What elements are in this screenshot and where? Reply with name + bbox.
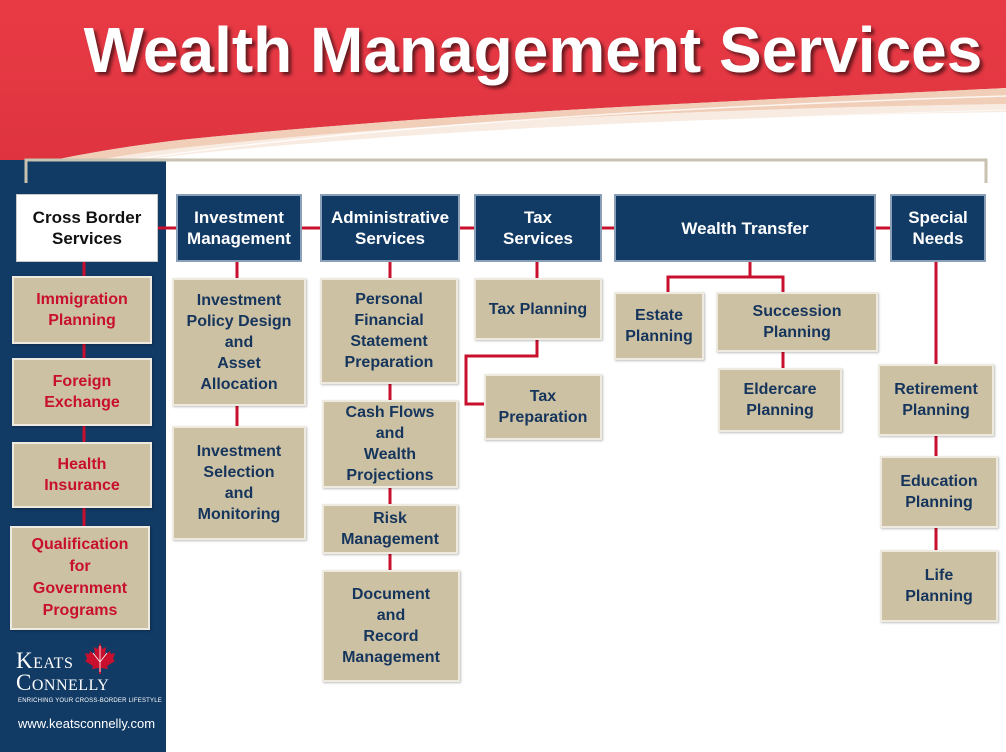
item-cash-flows-projections-label: Cash Flows and Wealth Projections [345,404,435,484]
header-wealth-transfer: Wealth Transfer [614,194,876,262]
item-health-insurance-label: Health Insurance [44,456,120,494]
header-tax-services-label: Tax Services [503,208,573,248]
header-administrative-services-label: Administrative Services [330,208,450,248]
item-eldercare-planning-label: Eldercare Planning [743,381,817,419]
item-retirement-planning-label: Retirement Planning [894,381,978,419]
item-qualification-government-programs-label: Qualification for Government Programs [31,536,129,619]
item-tax-preparation: Tax Preparation [484,374,602,440]
item-life-planning: Life Planning [880,550,998,622]
header-special-needs: Special Needs [890,194,986,262]
item-health-insurance: Health Insurance [12,442,152,508]
item-immigration-planning-label: Immigration Planning [36,291,128,329]
header-wealth-transfer-label: Wealth Transfer [681,218,809,238]
item-retirement-planning: Retirement Planning [878,364,994,436]
item-investment-policy-design-label: Investment Policy Design and Asset Alloc… [186,291,292,393]
item-succession-planning-label: Succession Planning [752,303,842,341]
logo-name-line2: Connelly [16,670,110,695]
item-document-record-management-label: Document and Record Management [342,586,440,666]
item-risk-management: Risk Management [322,504,458,554]
item-investment-selection-monitoring: Investment Selection and Monitoring [172,426,306,540]
item-investment-policy-design: Investment Policy Design and Asset Alloc… [172,278,306,406]
item-cash-flows-projections: Cash Flows and Wealth Projections [322,400,458,488]
item-life-planning-label: Life Planning [905,567,973,605]
item-personal-financial-statement: Personal Financial Statement Preparation [320,278,458,384]
item-foreign-exchange: Foreign Exchange [12,358,152,426]
header-special-needs-label: Special Needs [908,208,968,248]
logo-tagline: ENRICHING YOUR CROSS-BORDER LIFESTYLE [18,698,162,704]
header-investment-management: Investment Management [176,194,302,262]
header-cross-border-services-label: Cross Border Services [32,208,142,248]
item-immigration-planning: Immigration Planning [12,276,152,344]
item-personal-financial-statement-label: Personal Financial Statement Preparation [344,291,434,371]
item-foreign-exchange-label: Foreign Exchange [44,373,120,411]
header-administrative-services: Administrative Services [320,194,460,262]
header-investment-management-label: Investment Management [187,208,291,248]
item-document-record-management: Document and Record Management [322,570,460,682]
item-tax-planning-label: Tax Planning [488,300,588,318]
header-cross-border-services: Cross Border Services [16,194,158,262]
item-tax-planning: Tax Planning [474,278,602,340]
item-risk-management-label: Risk Management [341,510,439,548]
header-tax-services: Tax Services [474,194,602,262]
maple-leaf-icon [85,643,115,674]
item-education-planning: Education Planning [880,456,998,528]
page-title: Wealth Management Services [83,14,983,86]
item-tax-preparation-label: Tax Preparation [498,388,588,426]
logo-name-line1: Keats [16,648,74,673]
item-estate-planning: Estate Planning [614,292,704,360]
website-url: www.keatsconnelly.com [18,716,156,731]
item-estate-planning-label: Estate Planning [625,307,693,345]
company-logo: Keats Connelly ENRICHING YOUR CROSS-BORD… [14,638,164,718]
item-investment-selection-monitoring-label: Investment Selection and Monitoring [196,443,282,523]
item-education-planning-label: Education Planning [900,473,978,511]
item-succession-planning: Succession Planning [716,292,878,352]
item-qualification-government-programs: Qualification for Government Programs [10,526,150,630]
item-eldercare-planning: Eldercare Planning [718,368,842,432]
